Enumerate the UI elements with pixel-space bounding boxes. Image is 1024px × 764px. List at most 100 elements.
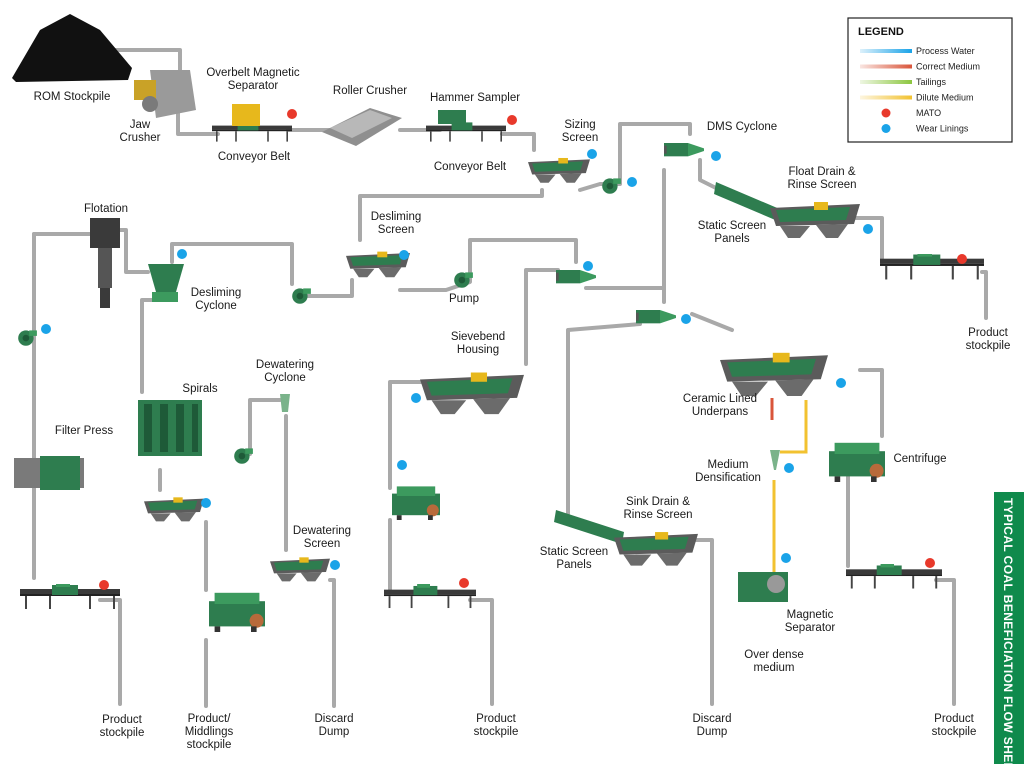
pipe-pump-to-sieve xyxy=(398,238,578,292)
label-line: stockpile xyxy=(187,739,232,751)
label-centrifuge: Centrifuge xyxy=(893,453,946,465)
wear-lining-marker xyxy=(583,261,593,271)
label-line: DMS Cyclone xyxy=(707,121,777,133)
label-conveyor-belt-2: Conveyor Belt xyxy=(434,161,507,173)
legend-swatch xyxy=(860,49,912,53)
label-line: Ceramic Lined xyxy=(683,393,757,405)
rom-stockpile-pile xyxy=(12,14,132,82)
legend-swatch xyxy=(860,95,912,100)
pipe-sizing-to-dms xyxy=(578,122,692,192)
label-line: Dump xyxy=(319,726,350,738)
pipe-to-discard-1 xyxy=(328,578,336,708)
label-filter-press: Filter Press xyxy=(55,425,113,437)
mato-marker xyxy=(99,580,109,590)
legend-swatch xyxy=(860,80,912,84)
label-flotation: Flotation xyxy=(84,203,128,215)
label-line: Pump xyxy=(449,293,479,305)
label-line: stockpile xyxy=(474,726,519,738)
label-line: Panels xyxy=(714,233,749,245)
wear-lining-marker xyxy=(177,249,187,259)
label-line: Magnetic xyxy=(787,609,834,621)
mato-marker xyxy=(287,109,297,119)
label-line: Underpans xyxy=(692,406,749,418)
pipe-to-sink-drain xyxy=(566,322,642,516)
hammer-sampler-machine xyxy=(438,110,466,124)
label-line: Static Screen xyxy=(698,220,766,232)
label-roller-crusher: Roller Crusher xyxy=(333,85,407,97)
wear-lining-marker xyxy=(201,498,211,508)
legend-dot xyxy=(881,108,891,118)
label-line: Screen xyxy=(562,132,598,144)
wear-lining-marker xyxy=(781,553,791,563)
centrifuge-machine xyxy=(829,442,885,482)
legend-item: Process Water xyxy=(860,46,975,56)
label-line: Middlings xyxy=(185,726,234,738)
desliming-cyclone-machine xyxy=(148,264,184,302)
label-line: Separator xyxy=(785,622,836,634)
pipe-desliming-to-pump xyxy=(298,278,354,298)
pipe-to-product-3 xyxy=(934,578,956,706)
label-line: Crusher xyxy=(120,132,161,144)
pump-icon xyxy=(602,178,621,194)
pipe-sievebend-to-crusher xyxy=(388,380,432,490)
label-line: stockpile xyxy=(966,340,1011,352)
pipe-rom-to-jaw xyxy=(108,48,182,72)
legend-swatch xyxy=(860,64,912,69)
wear-lining-marker xyxy=(681,314,691,324)
label-line: stockpile xyxy=(100,727,145,739)
wear-lining-marker xyxy=(711,151,721,161)
label-line: Flotation xyxy=(84,203,128,215)
dilute-medium-flow xyxy=(780,400,808,454)
label-line: ROM Stockpile xyxy=(34,91,111,103)
pipe-sampler-to-sizing xyxy=(500,132,536,152)
legend-label: Correct Medium xyxy=(916,62,980,72)
pipe-sizing-to-desliming xyxy=(358,188,544,242)
label-dms-cyclone: DMS Cyclone xyxy=(707,121,777,133)
sievebend-housing-machine xyxy=(420,372,524,415)
label-line: Densification xyxy=(695,472,761,484)
dms-cyclone-machine xyxy=(664,143,704,157)
process-flows xyxy=(70,240,838,666)
ceramic-lined-underpans-machine xyxy=(720,352,828,396)
legend-item: Correct Medium xyxy=(860,62,980,72)
middlings-crusher-machine xyxy=(209,592,265,632)
label-line: Dewatering xyxy=(256,359,314,371)
label-line: Product xyxy=(476,713,516,725)
label-line: Filter Press xyxy=(55,425,113,437)
label-line: Float Drain & xyxy=(788,166,855,178)
legend-label: Wear Linings xyxy=(916,124,969,134)
secondary-dms-cyclone-machine xyxy=(636,310,676,324)
label-sink-drain-rinse-screen: Sink Drain &Rinse Screen xyxy=(623,496,692,521)
wear-lining-marker xyxy=(411,393,421,403)
wear-lining-marker xyxy=(330,560,340,570)
mato-marker xyxy=(459,578,469,588)
pipe-jaw-to-conveyor xyxy=(176,108,220,136)
pipe-to-product-2 xyxy=(468,598,494,706)
label-line: stockpile xyxy=(932,726,977,738)
spirals-machine xyxy=(138,400,202,456)
pipe-to-ceramic xyxy=(690,312,734,332)
markers xyxy=(41,109,967,590)
label-line: Discard xyxy=(315,713,354,725)
wear-lining-marker xyxy=(863,224,873,234)
label-line: Screen xyxy=(304,538,340,550)
label-line: Over dense xyxy=(744,649,803,661)
legend-label: Process Water xyxy=(916,46,975,56)
